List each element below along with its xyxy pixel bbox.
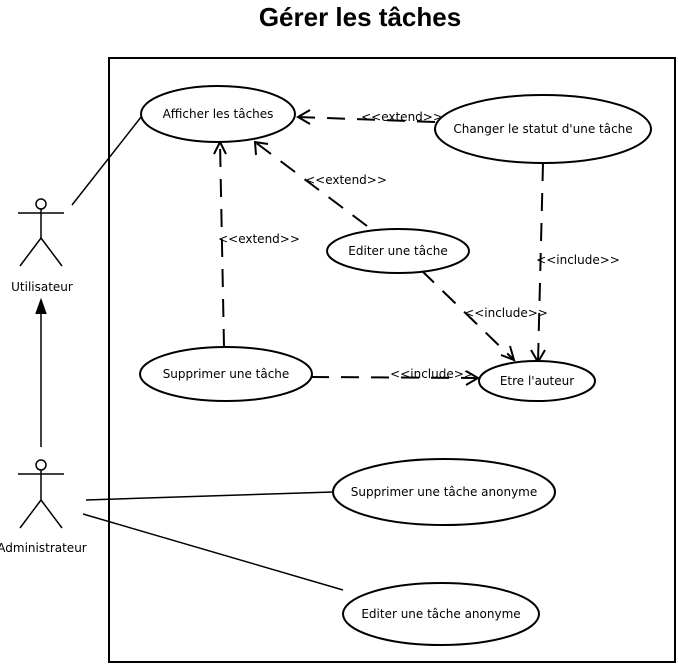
diagram-title: Gérer les tâches bbox=[259, 2, 461, 32]
use-case-editer-label: Editer une tâche bbox=[348, 244, 447, 258]
use-case-supprimer-label: Supprimer une tâche bbox=[163, 367, 290, 381]
use-case-editer-anonyme: Editer une tâche anonyme bbox=[342, 582, 540, 646]
actor-user bbox=[18, 198, 64, 267]
actor-admin-label: Administrateur bbox=[0, 541, 87, 555]
use-case-changer-statut-label: Changer le statut d'une tâche bbox=[453, 122, 632, 136]
use-case-editer-anonyme-label: Editer une tâche anonyme bbox=[361, 607, 520, 621]
label-extend-editer: <<extend>> bbox=[305, 173, 387, 187]
association-admin-editer-anonyme bbox=[82, 513, 344, 591]
use-case-supprimer-anonyme: Supprimer une tâche anonyme bbox=[332, 458, 556, 526]
use-case-afficher: Afficher les tâches bbox=[140, 85, 296, 143]
use-case-changer-statut: Changer le statut d'une tâche bbox=[434, 94, 652, 164]
label-extend-supprimer: <<extend>> bbox=[218, 232, 300, 246]
relation-extend-changer bbox=[296, 109, 436, 125]
association-admin-supprimer-anonyme bbox=[85, 491, 334, 501]
use-case-supprimer: Supprimer une tâche bbox=[139, 346, 313, 402]
label-include-changer: <<include>> bbox=[536, 253, 620, 267]
system-boundary bbox=[108, 57, 676, 663]
label-include-editer: <<include>> bbox=[464, 306, 548, 320]
relation-extend-editer bbox=[253, 140, 368, 227]
label-extend-changer: <<extend>> bbox=[361, 110, 443, 124]
association-user-afficher bbox=[71, 111, 146, 206]
use-case-afficher-label: Afficher les tâches bbox=[163, 107, 274, 121]
actor-admin bbox=[18, 459, 64, 529]
actor-user-label: Utilisateur bbox=[11, 280, 73, 294]
generalization-arrow bbox=[35, 297, 47, 447]
use-case-supprimer-anonyme-label: Supprimer une tâche anonyme bbox=[351, 485, 538, 499]
use-case-etre-auteur: Etre l'auteur bbox=[478, 360, 596, 402]
use-case-etre-auteur-label: Etre l'auteur bbox=[500, 374, 574, 388]
use-case-editer: Editer une tâche bbox=[326, 228, 470, 274]
relation-include-editer bbox=[420, 269, 516, 362]
label-include-supprimer: <<include>> bbox=[390, 367, 474, 381]
relation-include-supprimer bbox=[310, 370, 480, 386]
